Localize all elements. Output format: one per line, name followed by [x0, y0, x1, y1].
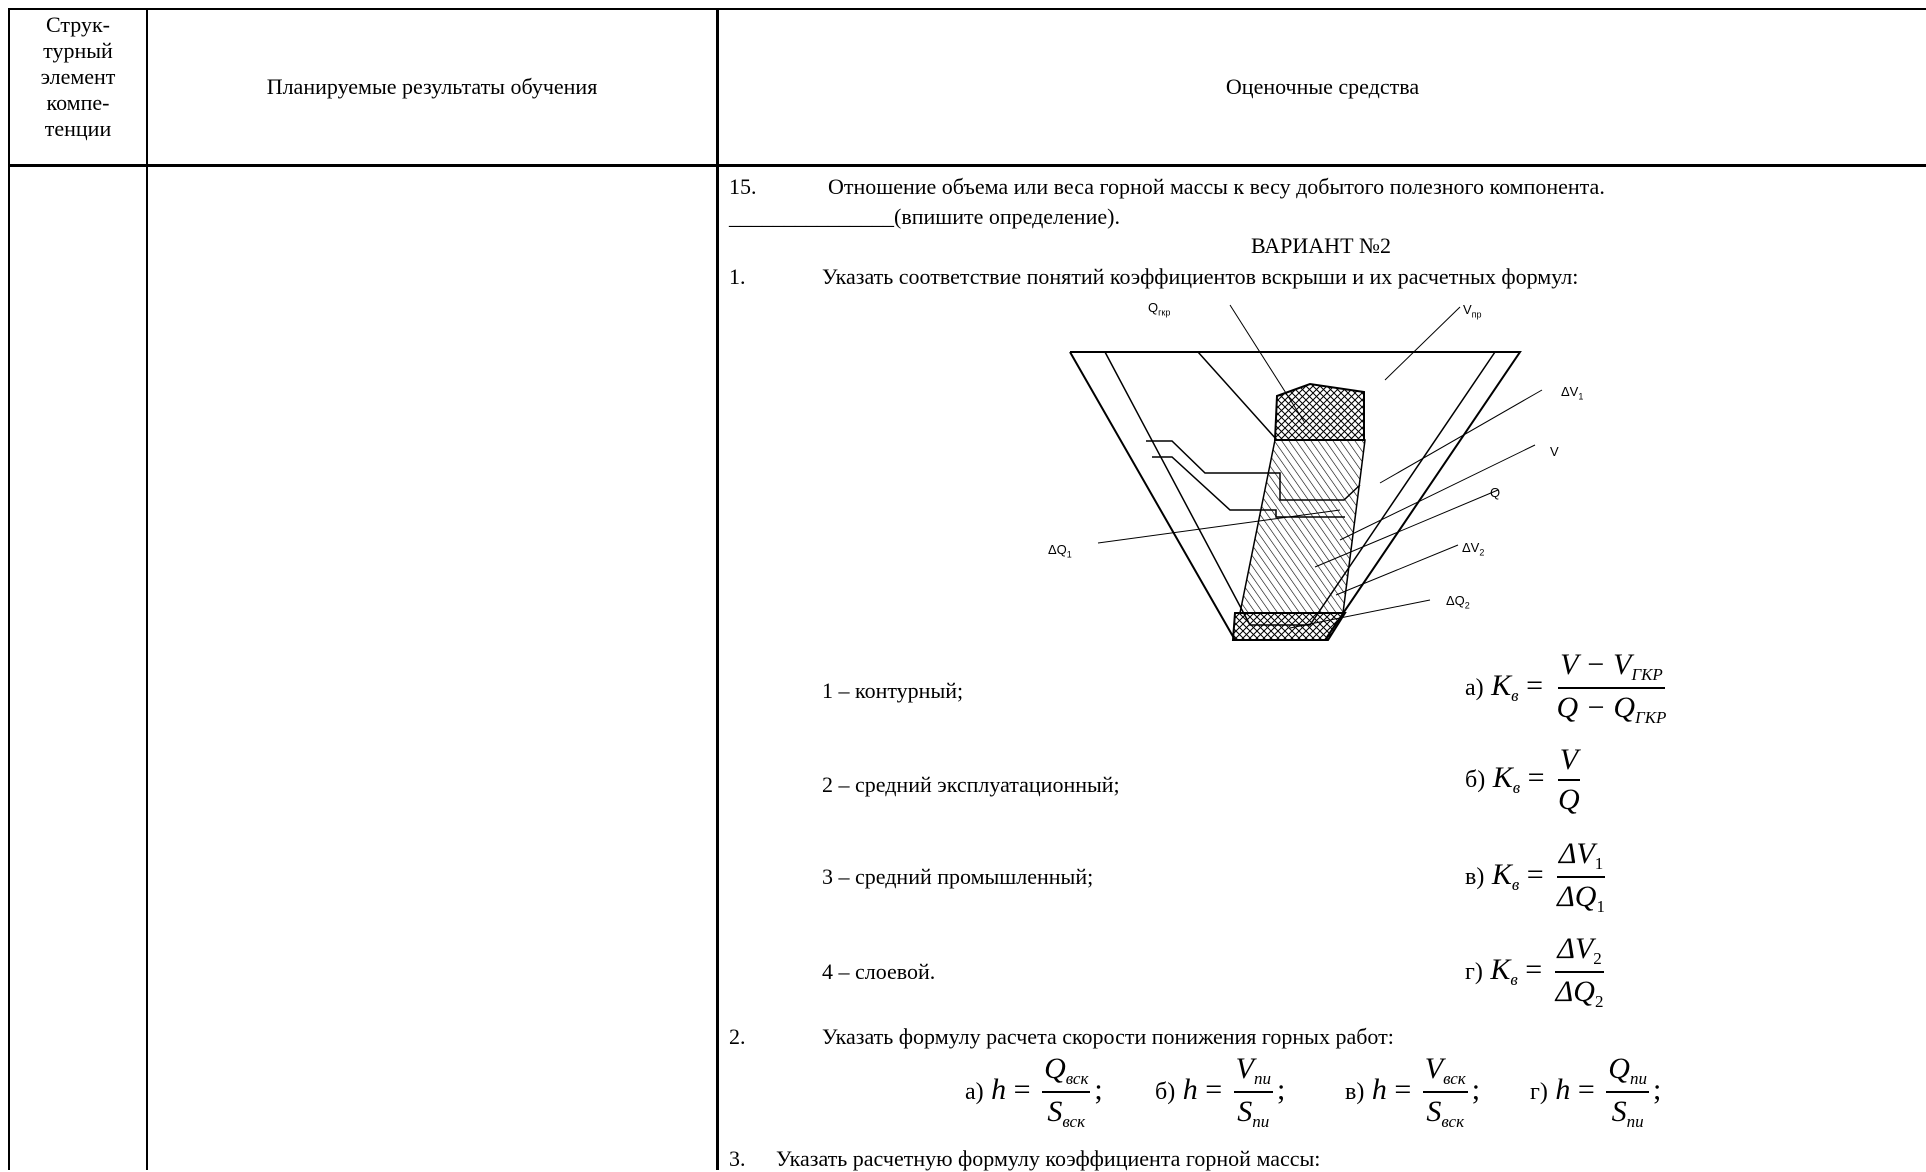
- table-top-border: [8, 8, 1926, 10]
- question-1-text: Указать соответствие понятий коэффициент…: [822, 264, 1579, 289]
- column-divider-1: [146, 8, 148, 1170]
- question-2-number: 2.: [729, 1024, 746, 1049]
- q1-item-avg-industrial: 3 – средний промышленный;: [822, 864, 1094, 889]
- label-vpr: Vпр: [1463, 302, 1482, 320]
- label-qgkr: Qгкр: [1148, 300, 1171, 318]
- q1-item-layer: 4 – слоевой.: [822, 959, 936, 984]
- question-1-number: 1.: [729, 264, 746, 289]
- header-structural-element: Струк- турный элемент компе- тенции: [40, 12, 116, 141]
- q1-item-avg-operational: 2 – средний эксплуатационный;: [822, 772, 1120, 797]
- label-dv1: ΔV1: [1561, 384, 1584, 402]
- label-dq1: ΔQ1: [1048, 542, 1072, 560]
- item-15-blank: _______________(впишите определение).: [729, 204, 1120, 229]
- table-left-border: [8, 8, 10, 1170]
- header-planned-results: Планируемые результаты обучения: [266, 74, 598, 99]
- open-pit-diagram: [1069, 304, 1543, 641]
- question-2-text: Указать формулу расчета скорости понижен…: [822, 1024, 1394, 1049]
- label-v: V: [1550, 444, 1559, 459]
- label-dq2: ΔQ2: [1446, 593, 1470, 611]
- question-3-number: 3.: [729, 1146, 746, 1171]
- q1-item-contour: 1 – контурный;: [822, 678, 964, 703]
- question-3-text: Указать расчетную формулу коэффициента г…: [776, 1146, 1321, 1171]
- table-header-divider: [8, 164, 1926, 167]
- label-q: Q: [1490, 485, 1501, 500]
- column-divider-2: [716, 8, 719, 1170]
- item-15-text: Отношение объема или веса горной массы к…: [828, 174, 1605, 199]
- item-15-number: 15.: [729, 174, 757, 199]
- label-dv2: ΔV2: [1462, 540, 1485, 558]
- header-assessment-tools: Оценочные средства: [1225, 74, 1420, 99]
- variant-title: ВАРИАНТ №2: [1251, 233, 1392, 258]
